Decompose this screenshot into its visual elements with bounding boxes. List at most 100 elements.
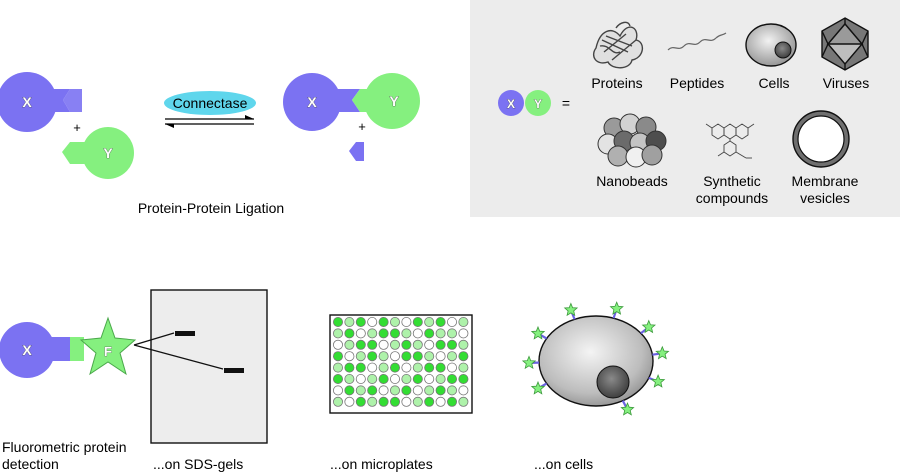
plate-well bbox=[401, 385, 412, 396]
plate-well bbox=[446, 339, 457, 350]
plate-well bbox=[412, 316, 423, 327]
plate-well bbox=[355, 316, 366, 327]
plate-caption: ...on microplates bbox=[330, 456, 433, 472]
plate-well bbox=[332, 316, 343, 327]
labeled-cell: ...on cells bbox=[521, 301, 670, 472]
plate-well bbox=[378, 316, 389, 327]
plate-well bbox=[446, 373, 457, 384]
fluorometric-detection: X F Fluorometric protein detection bbox=[0, 316, 137, 472]
fluorophore-star-small bbox=[620, 402, 635, 416]
connectase-label: Connectase bbox=[173, 95, 248, 111]
legend-peptides-label: Peptides bbox=[670, 75, 724, 91]
legend-cells-label: Cells bbox=[758, 75, 789, 91]
plate-well bbox=[378, 385, 389, 396]
plate-well bbox=[412, 351, 423, 362]
plate-well bbox=[412, 339, 423, 350]
plate-well bbox=[367, 373, 378, 384]
plate-well bbox=[355, 362, 366, 373]
plate-well bbox=[446, 362, 457, 373]
cell-icon bbox=[745, 23, 797, 67]
product-y-label: Y bbox=[389, 93, 399, 109]
nanobeads-icon bbox=[597, 113, 667, 168]
vesicle-icon bbox=[792, 110, 850, 168]
protein-y-label: Y bbox=[103, 145, 113, 161]
protein-x-tag bbox=[52, 89, 70, 112]
plate-well bbox=[401, 373, 412, 384]
plate-well bbox=[367, 362, 378, 373]
gel-band-lower bbox=[224, 368, 244, 373]
plate-well bbox=[344, 328, 355, 339]
released-peptide bbox=[349, 142, 364, 161]
chemical-structure-icon bbox=[705, 123, 755, 159]
plate-well bbox=[412, 328, 423, 339]
plate-well bbox=[458, 385, 469, 396]
plate-well bbox=[355, 351, 366, 362]
plate-well bbox=[446, 396, 457, 407]
gel-caption: ...on SDS-gels bbox=[153, 456, 243, 472]
plate-well bbox=[378, 362, 389, 373]
plate-well bbox=[355, 396, 366, 407]
plate-well bbox=[367, 351, 378, 362]
fluorophore-star-small bbox=[650, 374, 666, 388]
legend-membrane-label-1: Membrane bbox=[792, 173, 859, 189]
plate-well bbox=[378, 396, 389, 407]
product-x-label: X bbox=[307, 94, 317, 110]
plate-well bbox=[344, 316, 355, 327]
plate-well bbox=[389, 316, 400, 327]
plate-well bbox=[435, 328, 446, 339]
legend-x-ball bbox=[498, 90, 524, 116]
plate-well bbox=[332, 351, 343, 362]
plate-well bbox=[401, 339, 412, 350]
plate-well bbox=[332, 328, 343, 339]
plate-well bbox=[401, 328, 412, 339]
plate-well bbox=[355, 385, 366, 396]
fluorophore-star-small bbox=[530, 380, 546, 395]
plate-well bbox=[446, 351, 457, 362]
plate-well bbox=[367, 316, 378, 327]
legend-proteins-label: Proteins bbox=[591, 75, 642, 91]
fluorophore-star-small bbox=[563, 302, 579, 317]
plate-well bbox=[458, 328, 469, 339]
plate-well bbox=[344, 385, 355, 396]
cell-body bbox=[538, 315, 654, 407]
plate-well bbox=[355, 373, 366, 384]
plate-well bbox=[367, 385, 378, 396]
protein-y-body bbox=[82, 127, 134, 179]
plate-well bbox=[389, 351, 400, 362]
fluorophore-star-small bbox=[609, 301, 624, 315]
plate-well bbox=[435, 316, 446, 327]
plate-well bbox=[424, 396, 435, 407]
plate-well bbox=[389, 328, 400, 339]
plate-well bbox=[344, 339, 355, 350]
connectase-ellipse bbox=[164, 91, 256, 115]
plate-well bbox=[389, 373, 400, 384]
microplate: ...on microplates bbox=[329, 314, 473, 472]
plate-well bbox=[458, 373, 469, 384]
plate-wells bbox=[332, 316, 469, 407]
plate-well bbox=[332, 373, 343, 384]
plate-well bbox=[412, 385, 423, 396]
protein-x-tag-end bbox=[63, 89, 82, 112]
fluorophore-star-small bbox=[530, 325, 546, 340]
plate-well bbox=[389, 339, 400, 350]
fluorophore-star-small bbox=[641, 319, 657, 334]
plate-well bbox=[435, 373, 446, 384]
cells-caption: ...on cells bbox=[534, 456, 593, 472]
plate-well bbox=[412, 373, 423, 384]
gel-panel bbox=[150, 289, 268, 444]
plate-well bbox=[424, 373, 435, 384]
plate-well bbox=[435, 396, 446, 407]
plate-well bbox=[424, 362, 435, 373]
plate-well bbox=[424, 351, 435, 362]
protein-x-body bbox=[0, 72, 57, 132]
plate-well bbox=[378, 328, 389, 339]
plate-well bbox=[458, 316, 469, 327]
plate-well bbox=[435, 351, 446, 362]
equilibrium-arrows bbox=[165, 115, 254, 128]
plate-well bbox=[424, 316, 435, 327]
sds-gel: ...on SDS-gels bbox=[133, 289, 268, 472]
product-y-body bbox=[364, 73, 420, 129]
peptide-chain-icon bbox=[667, 32, 727, 51]
product-x-body bbox=[283, 73, 341, 131]
plate-well bbox=[458, 396, 469, 407]
